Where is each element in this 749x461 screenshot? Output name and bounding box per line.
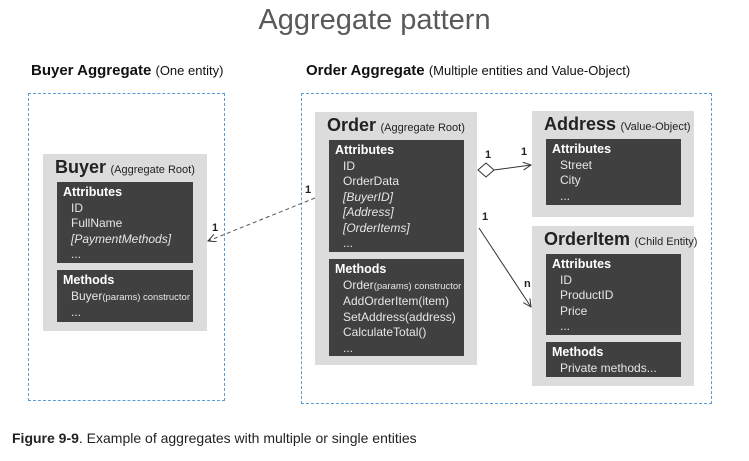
attribute-item: ... — [560, 188, 571, 203]
entity-role: (Child Entity) — [634, 236, 698, 248]
entity-title: OrderItem (Child Entity) — [544, 229, 697, 250]
attribute-item: ID — [71, 200, 83, 215]
method-name: Order — [343, 277, 374, 292]
attribute-item: ID — [343, 158, 355, 173]
entity-name: Address — [544, 114, 617, 134]
method-name: CalculateTotal() — [343, 325, 427, 339]
order-aggregate-label: Order Aggregate (Multiple entities and V… — [306, 62, 630, 79]
entity-title: Order (Aggregate Root) — [327, 115, 465, 136]
attribute-item: ID — [560, 272, 572, 287]
methods-heading: Methods — [63, 273, 115, 287]
entity-name: OrderItem — [544, 229, 631, 249]
attribute-item: [Address] — [343, 205, 394, 219]
multiplicity-label: 1 — [212, 222, 219, 234]
attribute-item: ... — [343, 236, 354, 250]
figure-caption: Figure 9-9. Example of aggregates with m… — [12, 430, 417, 446]
attributes-heading: Attributes — [552, 142, 612, 156]
attribute-item: ... — [71, 247, 82, 261]
multiplicity-label: n — [524, 278, 531, 290]
attribute-item: ... — [560, 319, 571, 333]
method-name: ... — [71, 305, 82, 319]
caption-text: . Example of aggregates with multiple or… — [78, 430, 417, 446]
methods-heading: Methods — [552, 345, 604, 359]
multiplicity-label: 1 — [482, 211, 489, 223]
entity-role: (Value-Object) — [620, 121, 691, 133]
method-item: ... — [335, 341, 458, 357]
method-item: SetAddress(address) — [335, 310, 458, 326]
entity-title: Address (Value-Object) — [544, 114, 691, 135]
multiplicity-label: 1 — [521, 146, 528, 158]
attributes-heading: Attributes — [552, 257, 612, 271]
entity-title: Buyer (Aggregate Root) — [55, 157, 195, 178]
method-name: ... — [343, 340, 354, 355]
buyer-aggregate-boundary — [28, 93, 225, 401]
diagram-title: Aggregate pattern — [258, 4, 491, 36]
method-item: Buyer(params) constructor — [63, 288, 191, 306]
method-item: Private methods... — [552, 361, 675, 377]
attribute-item: OrderData — [343, 174, 400, 188]
entity-role: (Aggregate Root) — [110, 164, 195, 176]
attribute-item: ProductID — [560, 288, 614, 302]
method-name: SetAddress(address) — [343, 309, 456, 324]
method-name: AddOrderItem(item) — [343, 294, 450, 308]
attribute-item: [BuyerID] — [343, 189, 394, 204]
attribute-item: [PaymentMethods] — [71, 231, 172, 246]
method-params: (params) — [102, 291, 141, 303]
attribute-item: Price — [560, 303, 588, 318]
method-params: (params) — [373, 280, 412, 292]
order-aggregate-name: Order Aggregate — [306, 62, 425, 79]
order-aggregate-sub: (Multiple entities and Value-Object) — [428, 63, 631, 78]
methods-heading: Methods — [335, 262, 387, 276]
attributes-heading: Attributes — [63, 185, 123, 199]
method-item: Order(params) constructor — [335, 277, 461, 295]
buyer-aggregate-sub: (One entity) — [155, 63, 224, 78]
attribute-item: FullName — [71, 216, 123, 230]
order-aggregate-boundary — [301, 93, 712, 404]
method-note: constructor — [411, 280, 462, 292]
entity-role: (Aggregate Root) — [380, 122, 465, 134]
method-note: constructor — [140, 291, 191, 303]
method-item: CalculateTotal() — [335, 325, 458, 341]
method-name: Private methods... — [560, 360, 657, 375]
attributes-heading: Attributes — [335, 143, 395, 157]
method-item: ... — [63, 305, 187, 321]
multiplicity-label: 1 — [485, 149, 492, 161]
attribute-item: Street — [560, 157, 593, 172]
attribute-item: City — [560, 173, 581, 187]
order-address-association — [493, 165, 531, 171]
method-item: AddOrderItem(item) — [335, 294, 458, 310]
entity-name: Buyer — [55, 157, 107, 177]
buyer-aggregate-label: Buyer Aggregate (One entity) — [31, 62, 223, 79]
caption-label: Figure 9-9 — [12, 430, 79, 446]
attribute-item: [OrderItems] — [343, 220, 410, 235]
order-orderitem-association — [478, 227, 531, 307]
entity-name: Order — [327, 115, 377, 135]
order-buyer-reference — [208, 197, 316, 241]
aggregation-diamond-icon — [477, 162, 495, 178]
method-name: Buyer — [71, 288, 103, 303]
buyer-aggregate-name: Buyer Aggregate — [31, 62, 152, 79]
multiplicity-label: 1 — [305, 184, 312, 196]
